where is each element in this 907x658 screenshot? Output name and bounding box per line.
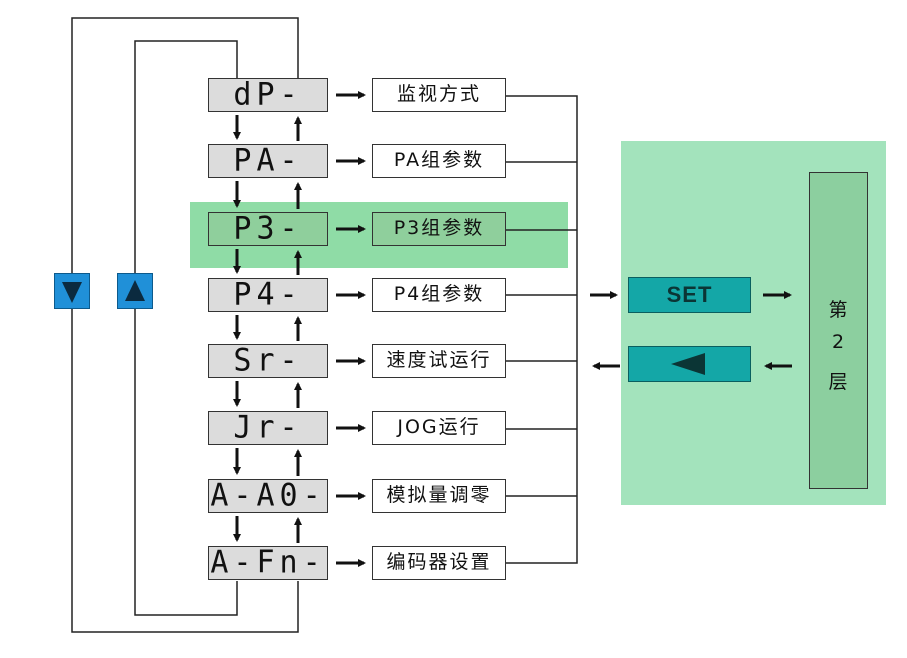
display-0: dP- — [208, 78, 328, 112]
display-2: P3- — [208, 212, 328, 246]
display-code: P3- — [233, 210, 303, 247]
display-6: A-A0- — [208, 479, 328, 513]
left-triangle-icon — [671, 353, 705, 375]
vertical-arrows — [233, 115, 302, 543]
display-4: Sr- — [208, 344, 328, 378]
display-code: P4- — [233, 276, 303, 313]
set-button[interactable]: SET — [628, 277, 751, 313]
menu-label-3: P4组参数 — [372, 278, 506, 312]
up-key[interactable] — [117, 273, 153, 309]
display-1: PA- — [208, 144, 328, 178]
menu-label-1: PA组参数 — [372, 144, 506, 178]
back-button[interactable] — [628, 346, 751, 382]
menu-label-2: P3组参数 — [372, 212, 506, 246]
down-key[interactable] — [54, 273, 90, 309]
down-triangle-icon — [62, 282, 82, 303]
second-layer-box: 第 2 层 — [809, 172, 868, 489]
row-arrows — [336, 91, 366, 567]
inner-loop-line — [134, 40, 238, 616]
bus-connectors — [506, 95, 578, 564]
layer-char-2: 2 — [831, 331, 845, 353]
menu-label-7: 编码器设置 — [372, 546, 506, 580]
display-3: P4- — [208, 278, 328, 312]
menu-label-0: 监视方式 — [372, 78, 506, 112]
layer-char-3: 层 — [828, 371, 848, 393]
display-7: A-Fn- — [208, 546, 328, 580]
display-code: A-Fn- — [210, 544, 326, 581]
outer-loop-line — [71, 17, 299, 633]
display-code: PA- — [233, 142, 303, 179]
layer-char-1: 第 — [828, 299, 848, 321]
panel-arrows — [590, 291, 792, 370]
display-code: Sr- — [233, 342, 303, 379]
display-code: Jr- — [233, 409, 303, 446]
menu-label-5: JOG运行 — [372, 411, 506, 445]
display-5: Jr- — [208, 411, 328, 445]
display-code: dP- — [233, 76, 303, 113]
display-code: A-A0- — [210, 477, 326, 514]
up-triangle-icon — [125, 280, 145, 301]
menu-label-6: 模拟量调零 — [372, 479, 506, 513]
menu-label-4: 速度试运行 — [372, 344, 506, 378]
